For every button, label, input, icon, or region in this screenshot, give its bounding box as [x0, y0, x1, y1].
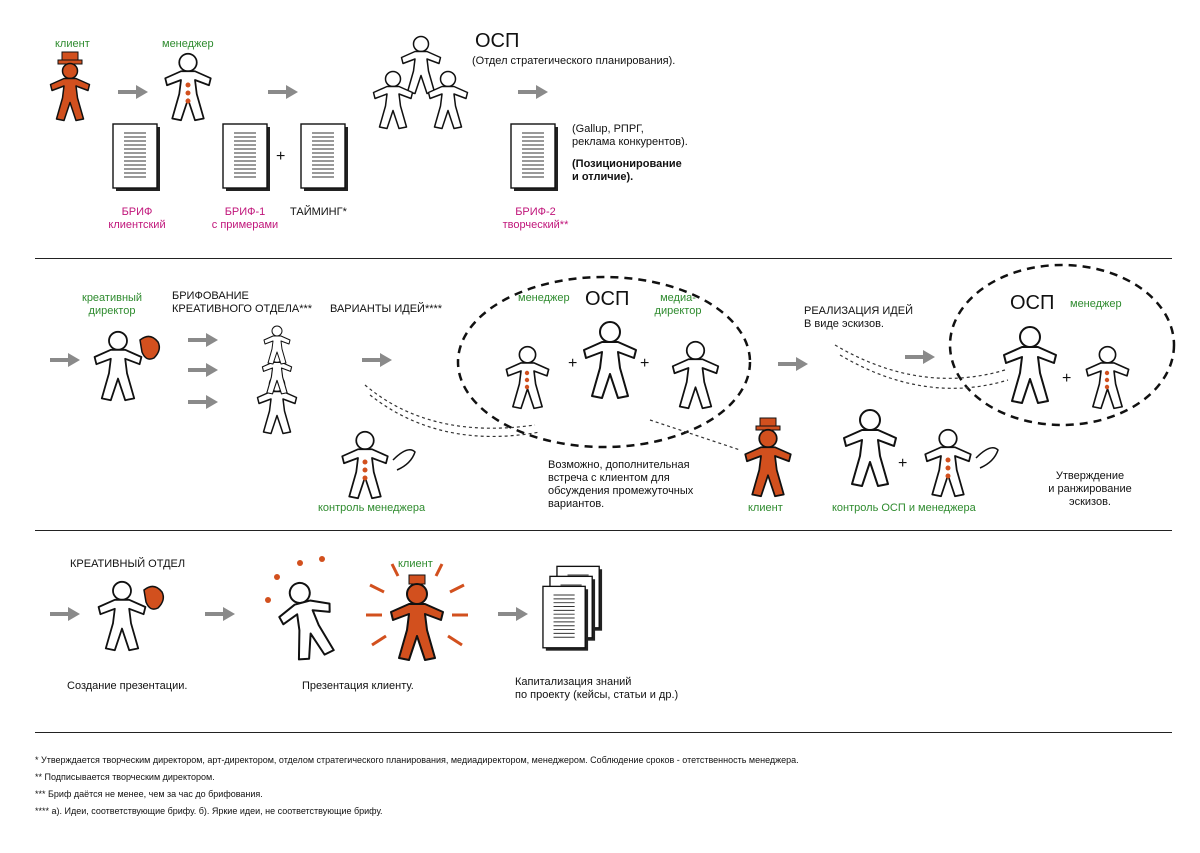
approval-line1: Утверждение — [1055, 470, 1125, 482]
osp-title-2: ОСП — [585, 288, 630, 310]
manager-figure-3 — [1085, 345, 1130, 410]
manager-control-figure-2 — [924, 428, 999, 498]
creative-director-line2: директор — [88, 305, 136, 317]
arrow-right-icon — [50, 607, 80, 621]
manager-control-figure — [341, 430, 416, 500]
brief-label-line1: БРИФ — [121, 206, 153, 218]
client-label-3: клиент — [398, 558, 433, 570]
media-director-figure — [671, 340, 720, 410]
arrow-right-icon — [205, 607, 235, 621]
capitalization-text: Капитализация знаний по проекту (кейсы, … — [515, 676, 678, 702]
media-director-line2: директор — [654, 305, 702, 317]
creative-dept-figure — [97, 580, 165, 652]
arrow-right-icon — [778, 357, 808, 371]
footnote-3: *** Бриф даётся не менее, чем за час до … — [35, 789, 263, 799]
variants-label: ВАРИАНТЫ ИДЕЙ**** — [330, 303, 443, 315]
plus-sign: + — [568, 355, 578, 372]
footnote-4: **** а). Идеи, соответствующие брифу. б)… — [35, 806, 383, 816]
capitalization-line2: по проекту (кейсы, статьи и др.) — [515, 689, 679, 701]
plus-sign: + — [898, 455, 908, 472]
manager-label: менеджер — [162, 38, 214, 50]
strategist-figure — [582, 320, 638, 400]
approval-line2: и ранжирование — [1048, 483, 1132, 495]
manager-label-osp: менеджер — [518, 292, 570, 304]
media-director-label: медиа- директор — [648, 292, 708, 318]
manager-figure — [164, 52, 212, 122]
osp-title: ОСП — [475, 30, 520, 52]
strategist-figure-2 — [1002, 325, 1058, 405]
section-divider — [35, 258, 1172, 259]
arrow-right-icon — [905, 350, 935, 364]
capitalization-line1: Капитализация знаний — [515, 676, 632, 688]
manager-figure-osp — [505, 345, 550, 410]
meeting-line2: встреча с клиентом для — [548, 472, 670, 484]
creative-dept-label: КРЕАТИВНЫЙ ОТДЕЛ — [70, 558, 186, 570]
client-presentation-label: Презентация клиенту. — [302, 680, 414, 692]
client-excited-figure — [366, 563, 468, 661]
osp-control-label: контроль ОСП и менеджера — [832, 502, 976, 514]
documents-stack-icon — [542, 565, 603, 652]
client-label-2: клиент — [748, 502, 783, 514]
osp-control-figure — [842, 408, 898, 488]
client-figure — [49, 51, 91, 122]
osp-title-3: ОСП — [1010, 292, 1055, 314]
brief1-label: БРИФ-1 с примерами — [200, 206, 290, 232]
presenter-figure — [265, 556, 344, 665]
meeting-line4: вариантов. — [548, 498, 605, 510]
brief1-label-line2: с примерами — [211, 219, 279, 231]
footnote-2: ** Подписывается творческим директором. — [35, 772, 215, 782]
plus-sign: + — [276, 148, 286, 165]
brief-label-line2: клиентский — [108, 219, 166, 231]
plus-sign: + — [640, 355, 650, 372]
client-label: клиент — [55, 38, 90, 50]
create-presentation-label: Создание презентации. — [67, 680, 188, 692]
briefing-line1: БРИФОВАНИЕ — [172, 290, 249, 302]
approval-line3: эскизов. — [1068, 496, 1111, 508]
manager-control-label: контроль менеджера — [318, 502, 426, 514]
section-divider — [35, 530, 1172, 531]
realization-line1: РЕАЛИЗАЦИЯ ИДЕЙ — [804, 305, 914, 317]
osp-subtitle: (Отдел стратегического планирования). — [472, 55, 676, 67]
sources-text: (Gallup, РПРГ, реклама конкурентов). — [572, 123, 688, 149]
creative-director-line1: креативный — [82, 292, 143, 304]
positioning-line2: и отличие). — [572, 171, 634, 183]
brief2-label-line1: БРИФ-2 — [515, 206, 556, 218]
brief1-label-line1: БРИФ-1 — [224, 206, 266, 218]
timing-label: ТАЙМИНГ* — [290, 206, 347, 218]
positioning-text: (Позиционирование и отличие). — [572, 158, 682, 184]
meeting-text: Возможно, дополнительная встреча с клиен… — [548, 459, 693, 511]
sources-line1: (Gallup, РПРГ, — [572, 123, 644, 135]
realization-line2: В виде эскизов. — [804, 318, 884, 330]
brief2-label-line2: творческий** — [502, 219, 569, 231]
footnote-1: * Утверждается творческим директором, ар… — [35, 755, 799, 765]
realization-text: РЕАЛИЗАЦИЯ ИДЕЙ В виде эскизов. — [804, 305, 913, 331]
creative-director-label: креативный директор — [82, 292, 142, 318]
client-figure-2 — [744, 417, 792, 498]
approval-text: Утверждение и ранжирование эскизов. — [1040, 470, 1140, 509]
briefing-text: БРИФОВАНИЕ КРЕАТИВНОГО ОТДЕЛА*** — [172, 290, 312, 316]
brief-label: БРИФ клиентский — [92, 206, 182, 232]
positioning-line1: (Позиционирование — [572, 158, 682, 170]
media-director-line1: медиа- — [660, 292, 696, 304]
plus-sign: + — [1062, 370, 1072, 387]
arrow-right-icon — [498, 607, 528, 621]
briefing-line2: КРЕАТИВНОГО ОТДЕЛА*** — [172, 303, 313, 315]
brief2-label: БРИФ-2 творческий** — [488, 206, 583, 232]
manager-label-3: менеджер — [1070, 298, 1122, 310]
meeting-line1: Возможно, дополнительная — [548, 459, 690, 471]
section-divider — [35, 732, 1172, 733]
sources-line2: реклама конкурентов). — [572, 136, 688, 148]
meeting-line3: обсуждения промежуточных — [548, 485, 694, 497]
creative-director-figure — [93, 330, 161, 402]
